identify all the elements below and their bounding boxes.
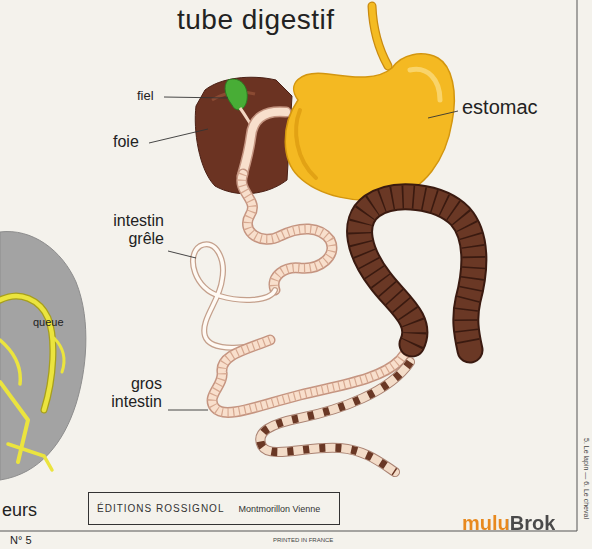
small-colon [260,362,410,472]
publisher-text: ÉDITIONS ROSSIGNOL [97,503,224,514]
intestine-loop [193,244,275,347]
foot-bone [8,444,52,470]
small-colon [260,362,410,472]
large-intestine [212,197,474,472]
part-label: fiel [137,89,154,104]
small-intestine [193,174,332,348]
intestine-loop [193,244,275,347]
colon-rings [360,197,474,350]
intestine-tube [242,174,332,290]
cut-text: eurs [2,500,37,521]
pelvis-bone [0,340,20,384]
intestine-tube [212,340,412,412]
tail-bone [54,338,64,372]
intestine-tube [242,174,332,290]
duodenum [242,112,286,176]
esophagus [372,6,388,66]
part-label: gros intestin [96,375,162,412]
stomach-shade [296,110,316,178]
esophagus-outline [372,6,388,66]
gall-bladder [225,79,247,110]
rabbit-skeleton [0,296,64,470]
rabbit-body [0,232,86,480]
leader-line [168,251,196,258]
plate-titles: 5. Le lapin — 6. Le cheval [582,438,590,519]
intestine-tube [212,340,412,412]
leader-line [168,410,208,411]
duodenum [242,112,286,176]
stomach-highlight [410,69,440,100]
part-label: intestin grêle [92,212,164,249]
part-label: queue [33,316,64,329]
leader-line [149,129,208,143]
colon [360,197,474,350]
watermark: muluBrok [462,512,555,535]
intestine-rings [242,174,332,290]
colon [360,197,474,350]
intestine-rings [212,340,412,412]
small-colon-stripes [260,362,410,472]
leader-line [428,111,458,118]
plate-number: N° 5 [10,534,32,547]
stomach [285,54,454,200]
leader-line [164,97,228,98]
print-note: PRINTED IN FRANCE [273,537,333,544]
part-label: foie [113,133,139,151]
frame-line [577,0,578,531]
part-label: estomac [462,96,538,119]
diagram-title: tube digestif [177,4,335,36]
publisher-box: ÉDITIONS ROSSIGNOL Montmorillon Vienne [88,492,340,525]
publisher-text: Montmorillon Vienne [238,504,320,514]
